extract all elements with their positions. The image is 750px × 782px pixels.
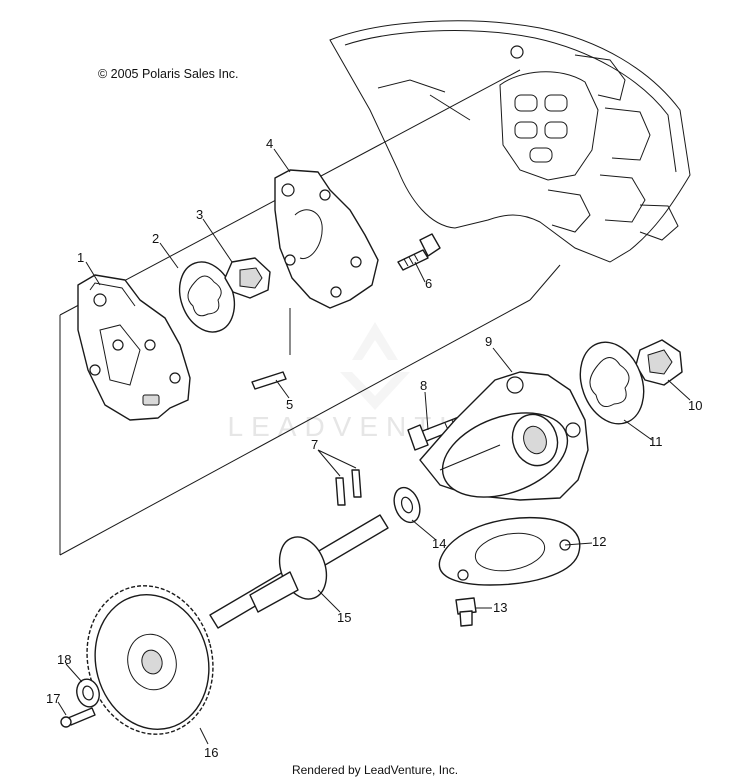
callout-14: 14 — [432, 536, 446, 551]
pump-cover-part-9 — [419, 371, 589, 501]
callout-2: 2 — [152, 231, 159, 246]
callout-11: 11 — [649, 434, 663, 449]
pump-body-part-1 — [77, 274, 191, 421]
crankcase-housing — [329, 20, 691, 263]
callout-1: 1 — [77, 250, 84, 265]
callout-5: 5 — [286, 397, 293, 412]
lock-washer-part-18 — [76, 678, 100, 708]
callout-12: 12 — [592, 534, 606, 549]
leader-lines — [57, 148, 691, 745]
bolt-part-17 — [60, 707, 96, 728]
footer-credit: Rendered by LeadVenture, Inc. — [291, 763, 459, 777]
copyright-notice: © 2005 Polaris Sales Inc. — [98, 67, 239, 81]
pins-part-7 — [335, 469, 362, 506]
callout-6: 6 — [425, 276, 432, 291]
callout-3: 3 — [196, 207, 203, 222]
bolt-part-6 — [397, 233, 441, 271]
callout-13: 13 — [493, 600, 507, 615]
outer-rotor-part-11 — [579, 341, 645, 425]
washer-part-14 — [393, 486, 421, 524]
pump-plate-part-4 — [274, 169, 379, 309]
callout-7: 7 — [311, 437, 318, 452]
callout-18: 18 — [57, 652, 71, 667]
callout-4: 4 — [266, 136, 273, 151]
screw-part-13 — [455, 597, 477, 627]
callout-8: 8 — [420, 378, 427, 393]
inner-rotor-part-3 — [224, 257, 271, 299]
watermark-logo — [340, 322, 410, 410]
gasket-part-12 — [438, 516, 581, 586]
dowel-pin-part-5 — [251, 371, 287, 390]
callout-15: 15 — [337, 610, 351, 625]
inner-rotor-part-10 — [635, 339, 683, 386]
shaft-part-15 — [209, 514, 389, 629]
callout-17: 17 — [46, 691, 60, 706]
callout-9: 9 — [485, 334, 492, 349]
gear-part-16 — [86, 585, 214, 735]
callout-16: 16 — [204, 745, 218, 760]
callout-10: 10 — [688, 398, 702, 413]
